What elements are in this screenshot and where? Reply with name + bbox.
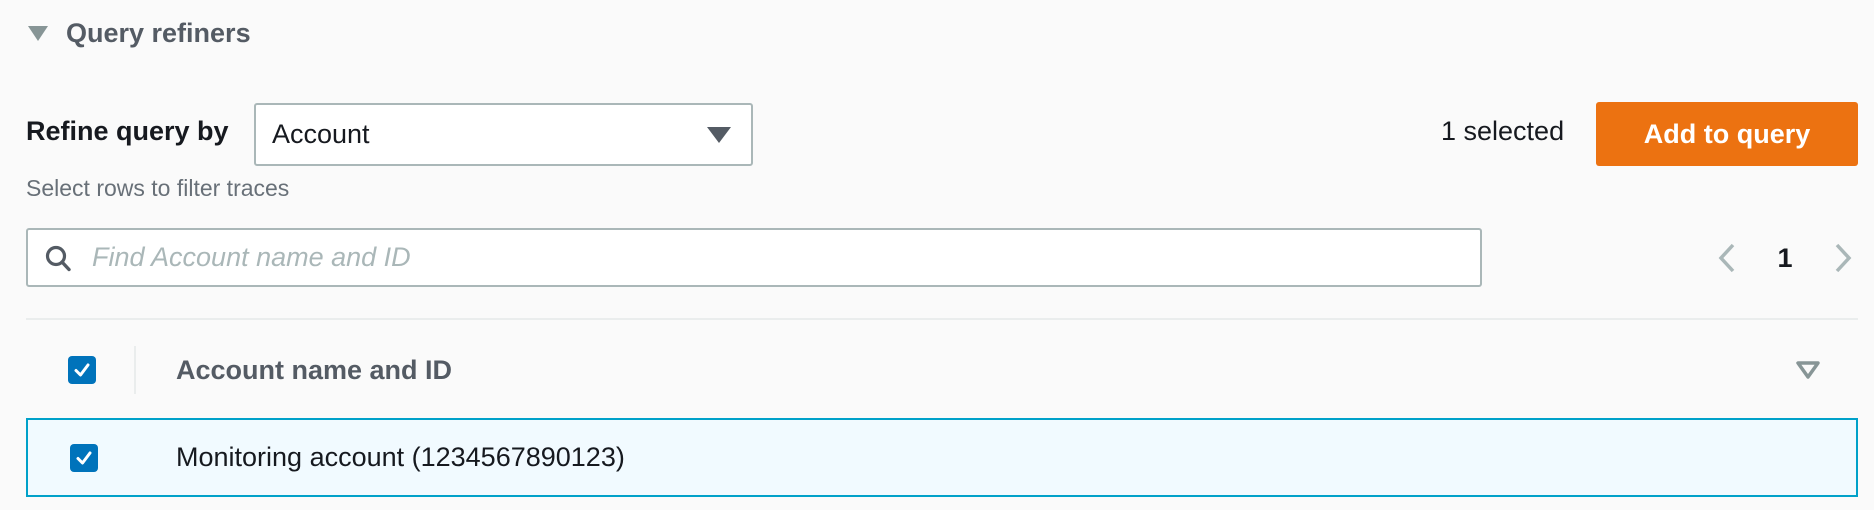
next-page-button[interactable]	[1830, 240, 1856, 276]
add-to-query-button[interactable]: Add to query	[1596, 102, 1858, 166]
search-field[interactable]	[26, 228, 1482, 287]
chevron-right-icon	[1835, 243, 1852, 273]
section-title: Query refiners	[66, 17, 251, 48]
select-all-cell	[26, 356, 134, 384]
query-refiners-toggle[interactable]: Query refiners	[26, 14, 251, 52]
checkmark-icon	[74, 363, 90, 377]
caret-down-icon	[28, 25, 48, 41]
table-row[interactable]: Monitoring account (1234567890123)	[26, 418, 1858, 497]
select-all-checkbox[interactable]	[68, 356, 96, 384]
refine-query-select[interactable]: Account	[254, 103, 753, 166]
page-number[interactable]: 1	[1777, 242, 1793, 273]
caret-down-icon	[707, 126, 731, 143]
chevron-left-icon	[1718, 243, 1735, 273]
sort-down-icon[interactable]	[1796, 360, 1820, 380]
row-select-cell	[28, 443, 136, 472]
table-header: Account name and ID	[26, 330, 1858, 410]
search-input[interactable]	[92, 242, 1480, 273]
search-icon	[45, 245, 71, 271]
select-value: Account	[272, 119, 370, 149]
pagination: 1	[1714, 236, 1856, 280]
checkmark-icon	[76, 451, 92, 464]
previous-page-button[interactable]	[1714, 240, 1740, 276]
account-name-cell: Monitoring account (1234567890123)	[176, 442, 625, 472]
column-separator	[134, 346, 136, 394]
row-checkbox[interactable]	[70, 443, 98, 472]
column-header-account[interactable]: Account name and ID	[176, 354, 453, 385]
selected-count: 1 selected	[1441, 116, 1565, 146]
divider	[26, 318, 1858, 320]
refine-query-label: Refine query by	[26, 116, 229, 146]
filter-hint: Select rows to filter traces	[26, 175, 290, 201]
